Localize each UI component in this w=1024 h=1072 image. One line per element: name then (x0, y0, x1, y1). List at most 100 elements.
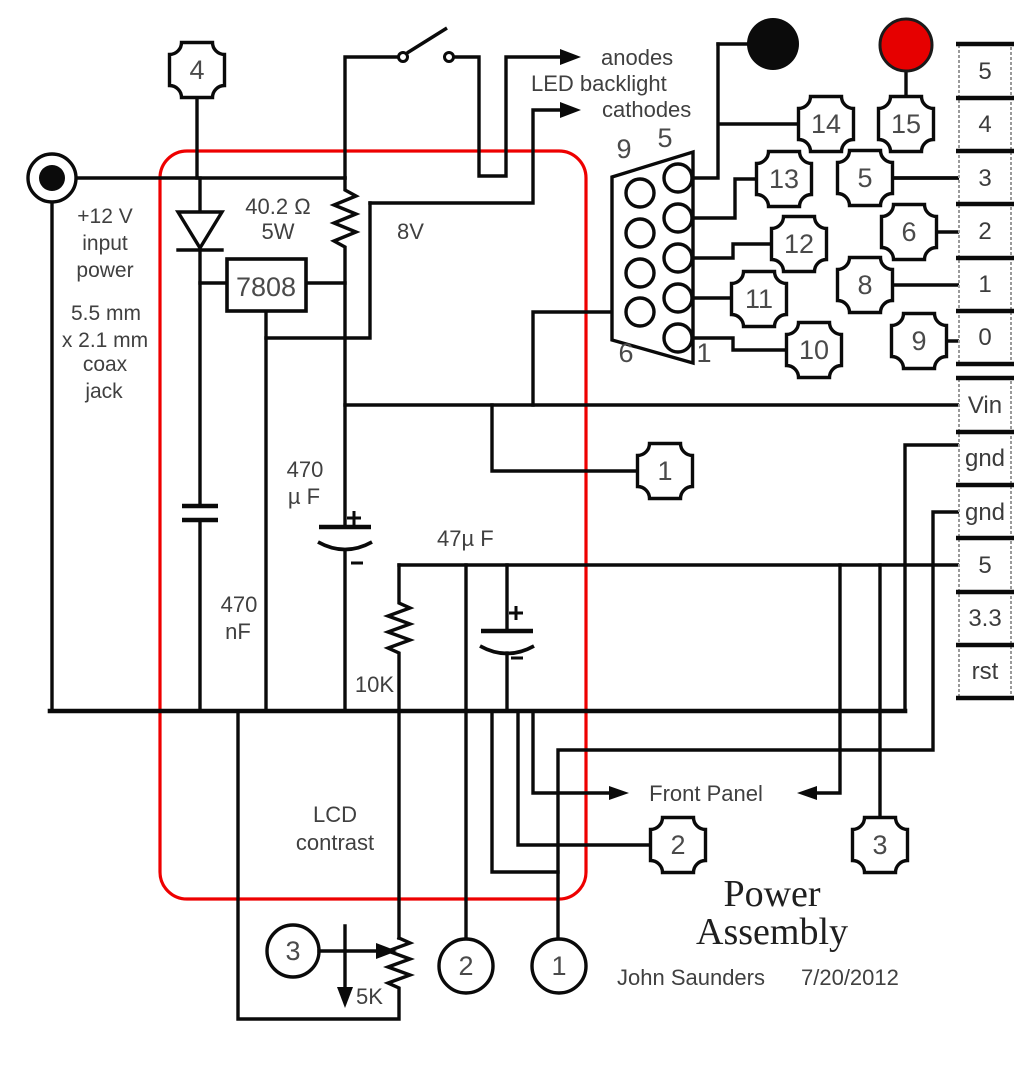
anodes-label: anodes (601, 45, 673, 70)
node-3: 3 (850, 815, 910, 875)
plus-mark (509, 606, 523, 620)
db9-pin5 (662, 162, 694, 194)
annotations: anodes LED backlight cathodes 8V 40.2 Ω … (62, 45, 899, 1009)
capacitor-470nf (182, 503, 218, 523)
node-15-shape (876, 94, 936, 154)
wire-node2-feed (516, 709, 653, 847)
frontpanel-arrow-left (797, 786, 817, 800)
cap470nf-label-1: 470 (221, 592, 258, 617)
cap470uf-label-1: 470 (287, 457, 324, 482)
circle-node-1 (530, 937, 588, 995)
node-15: 15 (876, 94, 936, 154)
node-8: 8 (835, 255, 895, 315)
5k-label: 5K (356, 984, 383, 1009)
wire-10k-chain (383, 563, 415, 940)
cathodes-label: cathodes (602, 97, 691, 122)
terminal-cell: rst (972, 658, 999, 685)
lower-terminal-strip: Vin gnd gnd 5 3.3 rst (956, 375, 1014, 701)
strip-dividers (956, 375, 1014, 701)
node-6: 6 (879, 202, 939, 262)
db9-pin2 (662, 282, 694, 314)
wire-8v-cathodes (368, 108, 563, 205)
wire-pin3 (690, 242, 774, 260)
wire-pot-loop (236, 709, 415, 1021)
node-6-label: 6 (901, 217, 916, 247)
cap47uf-label: 47µ F (437, 526, 494, 551)
circle-node-2 (437, 937, 495, 995)
adjust-arrowhead (337, 987, 353, 1008)
capacitor-470uf (317, 511, 373, 565)
node-14-label: 14 (811, 109, 841, 139)
input-label-1: +12 V (77, 205, 132, 228)
node-13-shape (754, 149, 814, 209)
db9-pin6 (624, 296, 656, 328)
terminal-cell: gnd (965, 445, 1005, 472)
backlight-label: LED backlight (531, 71, 667, 96)
coax-jack-center (39, 165, 65, 191)
terminal-cell: Vin (968, 392, 1002, 419)
terminal-cell: 3.3 (968, 605, 1001, 632)
regulator-box (225, 257, 308, 313)
cap470uf-label-2: µ F (288, 484, 320, 509)
wire-switch-feed (343, 55, 400, 180)
db9-pin1 (662, 322, 694, 354)
pot-nodes: 3 2 1 (265, 923, 588, 995)
coax-jack (26, 152, 78, 204)
node-5: 5 (835, 148, 895, 208)
node-11: 11 (729, 269, 789, 329)
date-label: 7/20/2012 (801, 965, 899, 990)
10k-label: 10K (355, 672, 394, 697)
db9-pin3 (662, 242, 694, 274)
db9-label-1: 1 (696, 338, 711, 368)
frontpanel-arrow-right (609, 786, 629, 800)
node-1-label: 1 (657, 456, 672, 486)
terminal-cell: 2 (978, 218, 991, 245)
node-5-shape (835, 148, 895, 208)
node-13: 13 (754, 149, 814, 209)
node-13-label: 13 (769, 164, 799, 194)
wire-dropper-resistor (329, 176, 361, 529)
dropper-value-label: 40.2 Ω (245, 194, 310, 219)
wire-bus-circle1 (490, 709, 560, 874)
node-15-label: 15 (891, 109, 921, 139)
regulator-label: 7808 (236, 272, 296, 302)
cap-curved-plate (479, 644, 535, 656)
strip-dividers (956, 41, 1014, 367)
node-10-label: 10 (799, 335, 829, 365)
db9-label-9: 9 (616, 134, 631, 164)
dropper-power-label: 5W (262, 219, 295, 244)
terminal-cell: 3 (978, 165, 991, 192)
wire-anodes (452, 55, 563, 178)
node-10: 10 (784, 320, 844, 380)
wire-pin1 (690, 336, 789, 352)
wire-8v-riser (264, 201, 372, 340)
jack-label-3: coax (83, 353, 128, 376)
node-12-label: 12 (784, 229, 814, 259)
node-3-shape (850, 815, 910, 875)
node-3-label: 3 (872, 830, 887, 860)
red-binding-post (878, 17, 934, 73)
terminal-nodes: 4 14 15 13 5 12 6 11 8 10 9 1 2 3 (167, 40, 949, 875)
node-14: 14 (796, 94, 856, 154)
terminal-cell: gnd (965, 499, 1005, 526)
terminal-cell: 4 (978, 111, 991, 138)
switch-contact (397, 51, 409, 63)
title-line-1: Power (723, 873, 820, 915)
terminal-cell: 5 (978, 552, 991, 579)
input-label-3: power (76, 259, 133, 282)
jack-label-2: x 2.1 mm (62, 329, 148, 352)
node-12-shape (769, 214, 829, 274)
node-9-shape (889, 311, 949, 371)
node-9-label: 9 (911, 326, 926, 356)
wire-pin5-post (690, 42, 801, 180)
black-binding-post (747, 18, 799, 70)
node-8-shape (835, 255, 895, 315)
node-8-label: 8 (857, 270, 872, 300)
node-14-shape (796, 94, 856, 154)
red-boundary-box (158, 149, 588, 901)
plus-mark (347, 511, 361, 525)
node-11-label: 11 (745, 284, 773, 314)
db9-pin7 (624, 257, 656, 289)
title-line-2: Assembly (696, 911, 848, 953)
